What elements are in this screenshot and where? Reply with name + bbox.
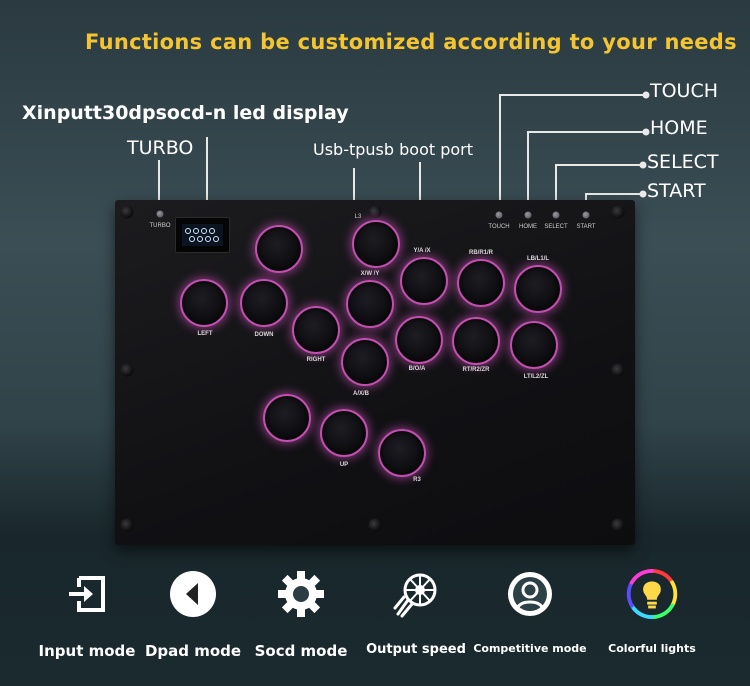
home-callout-dot [642, 128, 650, 136]
speed-icon [390, 568, 442, 620]
start-callout: START [647, 180, 706, 202]
feature-colorful-lights: Colorful lights [592, 568, 712, 655]
screw [611, 363, 625, 377]
rb-button[interactable] [457, 259, 505, 307]
a-x-b-button[interactable] [341, 338, 389, 386]
screw [611, 205, 625, 219]
home-button[interactable] [524, 211, 532, 219]
feature-output-speed: Output speed [356, 568, 476, 657]
screw [368, 205, 382, 219]
input-icon [61, 568, 113, 620]
lb-button[interactable] [514, 265, 562, 313]
select-line-v [555, 164, 557, 214]
down-button[interactable] [240, 279, 288, 327]
competitive-icon [504, 568, 556, 620]
dpad-icon [167, 568, 219, 620]
headline: Functions can be customized according to… [85, 30, 737, 54]
up-label: UP [339, 462, 349, 468]
start-button[interactable] [582, 211, 590, 219]
start-line-h [586, 193, 640, 195]
rgb-bulb-icon [626, 568, 678, 620]
boot-port-callout: Usb-tpusb boot port [313, 140, 474, 159]
touch-callout-dot [642, 91, 650, 99]
select-button[interactable] [552, 211, 560, 219]
a-x-b-label: A/X/B [352, 391, 370, 397]
home-callout: HOME [650, 117, 708, 139]
down-label: DOWN [254, 332, 274, 338]
feature-competitive-mode: Competitive mode [470, 568, 590, 655]
touch-line-h [500, 94, 643, 96]
start-callout-dot [639, 190, 647, 198]
rb-label: RB/R1/R [468, 250, 494, 256]
select-label: SELECT [544, 224, 568, 230]
display-line [206, 137, 208, 221]
up-button[interactable] [320, 409, 368, 457]
lb-label: LB/L1/L [527, 256, 549, 262]
left-label: LEFT [197, 331, 213, 337]
turbo-line [158, 160, 160, 210]
select-callout: SELECT [647, 151, 719, 173]
screw [120, 518, 134, 532]
x-w-y-label: X/W /Y [360, 271, 380, 277]
screw [368, 518, 382, 532]
lt-label: LT/L2/ZL [523, 374, 549, 380]
x-w-y-button[interactable] [352, 220, 400, 268]
home-line-v [527, 131, 529, 214]
select-line-h [556, 164, 640, 166]
touch-button[interactable] [495, 211, 503, 219]
right-label: RIGHT [306, 357, 326, 363]
y-a-x-label: Y/A /X [413, 248, 431, 254]
start-label: START [576, 224, 596, 230]
b-o-a-label: B/O/A [408, 366, 426, 372]
select-callout-dot [639, 161, 647, 169]
feature-label: Competitive mode [473, 642, 587, 655]
feature-label: Output speed [366, 642, 466, 657]
b-o-a-button[interactable] [395, 316, 443, 364]
top-left-button[interactable] [255, 225, 303, 273]
turbo-label: TURBO [149, 223, 171, 229]
boot-line-port [419, 162, 421, 205]
screw [611, 518, 625, 532]
rt-label: RT/R2/ZR [462, 367, 490, 373]
left-button[interactable] [180, 279, 228, 327]
feature-label: Socd mode [254, 642, 348, 660]
boot-line-l3 [353, 168, 355, 203]
oled-screen [182, 224, 223, 246]
r3-label: R3 [413, 477, 421, 483]
screw [120, 205, 134, 219]
r3-button[interactable] [378, 429, 426, 477]
feature-label: Colorful lights [608, 642, 696, 655]
gear-icon [275, 568, 327, 620]
lower-left-button[interactable] [263, 394, 311, 442]
home-line-h [528, 131, 643, 133]
turbo-button[interactable] [156, 210, 164, 218]
lt-button[interactable] [510, 321, 558, 369]
touch-callout: TOUCH [650, 80, 719, 102]
touch-label: TOUCH [488, 224, 510, 230]
feature-socd-mode: Socd mode [241, 568, 361, 660]
feature-input-mode: Input mode [27, 568, 147, 660]
led-display-callout: Xinputt30dpsocd-n led display [22, 102, 349, 124]
rt-button[interactable] [452, 317, 500, 365]
right-button[interactable] [292, 306, 340, 354]
y-a-x-button[interactable] [400, 257, 448, 305]
oled-display [175, 217, 230, 253]
feature-label: Input mode [38, 642, 136, 660]
l1-area-button[interactable] [346, 280, 394, 328]
hitbox-controller: TURBO L3 TOUCH HOME SELECT START LEFT DO… [115, 200, 635, 545]
turbo-callout: TURBO [127, 137, 194, 159]
touch-line-v [499, 94, 501, 214]
feature-dpad-mode: Dpad mode [133, 568, 253, 660]
screw [120, 363, 134, 377]
home-label: HOME [519, 224, 537, 230]
feature-label: Dpad mode [144, 642, 242, 660]
l3-label: L3 [354, 214, 362, 220]
